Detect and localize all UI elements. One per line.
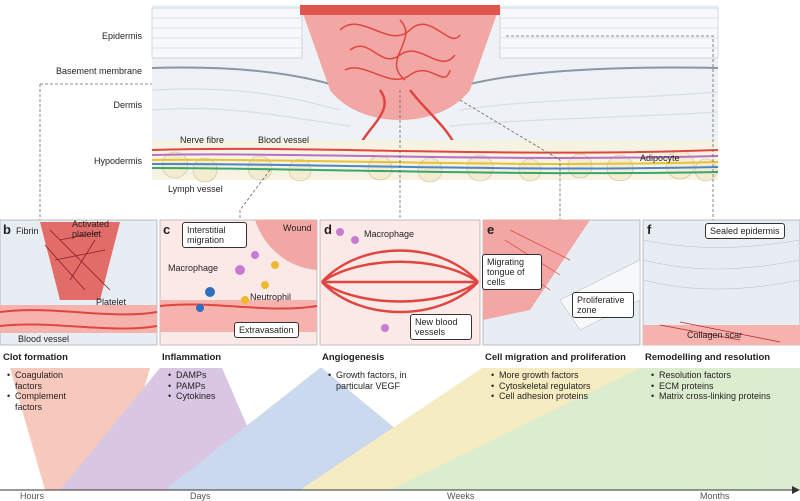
stage-list-clot: Coagulation factors Complement factors [5,370,115,412]
label-macrophage-d: Macrophage [364,229,415,239]
label-basement-membrane: Basement membrane [55,66,142,76]
wound-area [300,5,500,120]
stage-list-angiogenesis: Growth factors, in particular VEGF [326,370,446,391]
stage-title-migration: Cell migration and proliferation [485,352,626,363]
list-item: Resolution factors [651,370,771,381]
label-neutrophil: Neutrophil [250,292,292,302]
label-new-blood-vessels: New blood vessels [410,314,472,340]
list-item: Growth factors, in particular VEGF [328,370,446,391]
list-item: Cytokines [168,391,215,402]
label-lymph-vessel: Lymph vessel [168,184,223,194]
panel-b-art [0,219,158,346]
label-platelet: Platelet [96,297,127,307]
label-wound: Wound [283,223,312,233]
stage-list-remodelling: Resolution factors ECM proteins Matrix c… [649,370,771,402]
label-blood-vessel-b: Blood vessel [18,334,70,344]
list-item: Complement factors [7,391,75,412]
label-blood-vessel: Blood vessel [258,135,310,145]
list-item: DAMPs [168,370,216,381]
label-fibrin: Fibrin [16,226,39,236]
label-interstitial-migration: Interstitial migration [182,222,247,248]
label-proliferative-zone: Proliferative zone [572,292,634,318]
panel-f-letter: f [647,222,652,237]
label-adipocyte: Adipocyte [640,153,680,163]
list-item: PAMPs [168,381,216,392]
list-item: More growth factors [491,370,591,381]
label-epidermis: Epidermis [101,31,142,41]
list-item: Matrix cross-linking proteins [651,391,771,402]
panel-d-letter: d [324,222,332,237]
time-label-days: Days [190,491,211,501]
label-collagen-scar: Collagen scar [687,330,743,340]
connector-lines [39,35,714,220]
list-item: Coagulation factors [7,370,75,391]
label-extravasation: Extravasation [234,322,299,338]
label-migrating-tongue: Migrating tongue of cells [482,254,542,290]
stage-title-clot: Clot formation [3,352,68,363]
label-macrophage-c: Macrophage [168,263,219,273]
panel-c-letter: c [163,222,171,237]
stage-title-inflammation: Inflammation [162,352,222,363]
list-item: ECM proteins [651,381,771,392]
time-label-hours: Hours [20,491,45,501]
stage-list-inflammation: DAMPs PAMPs Cytokines [166,370,216,402]
label-hypodermis: Hypodermis [93,156,142,166]
list-item: Cell adhesion proteins [491,391,591,402]
time-axis-arrow [792,486,800,494]
panel-e-letter: e [487,222,495,237]
skin-block [151,5,719,183]
label-activated-platelet: Activated platelet [72,219,110,239]
time-label-weeks: Weeks [447,491,475,501]
panel-f-art [642,219,800,346]
list-item: Cytoskeletal regulators [491,381,591,392]
label-nerve-fibre: Nerve fibre [180,135,225,145]
label-sealed-epidermis: Sealed epidermis [705,223,785,239]
panel-b-letter: b [3,222,11,237]
stage-title-angiogenesis: Angiogenesis [322,352,385,363]
stage-list-migration: More growth factors Cytoskeletal regulat… [489,370,591,402]
label-dermis: Dermis [113,100,143,110]
time-label-months: Months [700,491,730,501]
stage-title-remodelling: Remodelling and resolution [645,352,771,363]
